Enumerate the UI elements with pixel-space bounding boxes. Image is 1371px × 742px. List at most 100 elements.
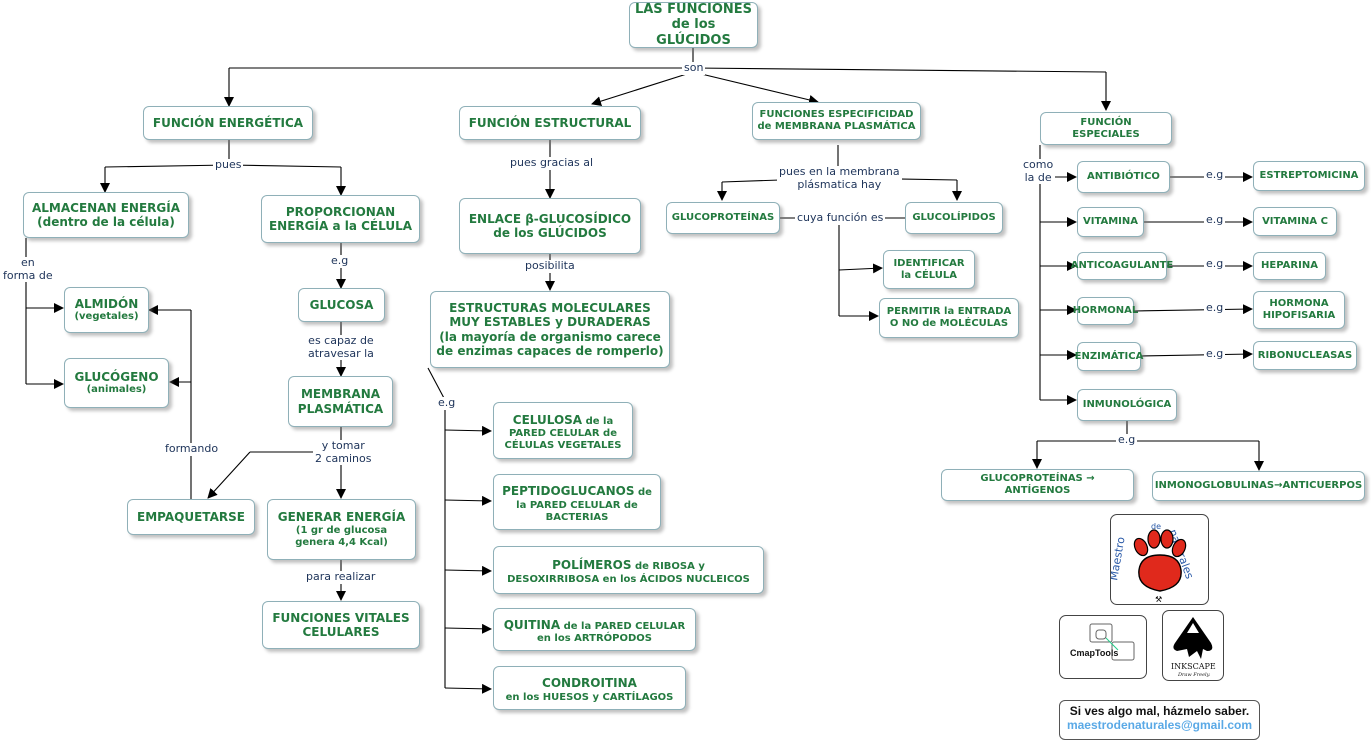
link-eg-antibiotico: e.g xyxy=(1204,168,1226,182)
feedback-email[interactable]: maestrodenaturales@gmail.com xyxy=(1066,718,1253,732)
polimeros-node: POLÍMEROS de RIBOSA y DESOXIRRIBOSA en l… xyxy=(493,546,764,594)
polimeros-title: POLÍMEROS xyxy=(552,558,632,573)
link-pues-gracias: pues gracias al xyxy=(508,156,596,170)
link-pues: pues xyxy=(213,158,244,172)
estreptomicina-node: ESTREPTOMICINA xyxy=(1253,161,1365,191)
glucoproteinas-antigenos-node: GLUCOPROTEÍNAS → ANTÍGENOS xyxy=(941,469,1134,501)
link-pues-membrana-line1: pues en la membrana xyxy=(779,165,900,178)
link-y-tomar: y tomar 2 caminos xyxy=(313,439,374,466)
inmunologica-node: INMUNOLÓGICA xyxy=(1077,389,1177,421)
condroitina-line2: en los HUESOS y CARTÍLAGOS xyxy=(505,691,674,703)
hormona-hipofisaria-node: HORMONA HIPOFISARIA xyxy=(1253,291,1345,329)
link-cuya-funcion: cuya función es xyxy=(795,211,886,225)
almidon-title: ALMIDÓN xyxy=(74,296,139,311)
glucolipidos-label: GLUCOLÍPIDOS xyxy=(912,212,996,223)
generar-energia-sub2: genera 4,4 Kcal) xyxy=(295,536,388,548)
permitir-line2: O NO de MOLÉCULAS xyxy=(889,318,1009,329)
title-node: LAS FUNCIONES de los GLÚCIDOS xyxy=(629,2,758,48)
link-eg-inmunologica: e.g xyxy=(1116,433,1138,447)
glucoproteinas-label: GLUCOPROTEÍNAS xyxy=(671,212,775,223)
inmunoglobulinas-label: INMONOGLOBULINAS→ANTICUERPOS xyxy=(1154,480,1363,491)
celulosa-node: CELULOSA de la PARED CELULAR de CÉLULAS … xyxy=(493,402,633,459)
estreptomicina-label: ESTREPTOMICINA xyxy=(1259,170,1359,181)
anticoagulante-node: ANTICOAGULANTE xyxy=(1071,252,1173,280)
link-eg-hormonal: e.g xyxy=(1204,301,1226,315)
polimeros-suffix: de RIBOSA y xyxy=(631,561,705,573)
link-es-capaz: es capaz de atravesar la xyxy=(306,334,376,361)
antibiotico-node: ANTIBIÓTICO xyxy=(1077,161,1170,193)
cmaptools-icon: CmapTools xyxy=(1070,623,1135,661)
link-formando: formando xyxy=(163,442,221,456)
link-y-tomar-line2: 2 caminos xyxy=(315,451,372,465)
vitamina-label: VITAMINA xyxy=(1082,216,1139,227)
link-es-capaz-line1: es capaz de xyxy=(308,334,374,347)
almacenan-line2: (dentro de la célula) xyxy=(37,215,175,229)
almacenan-energia-node: ALMACENAN ENERGÍA (dentro de la célula) xyxy=(23,192,189,238)
condroitina-node: CONDROITINA en los HUESOS y CARTÍLAGOS xyxy=(493,666,686,710)
link-eg-vitamina: e.g xyxy=(1204,213,1226,227)
funciones-vitales-line2: CELULARES xyxy=(302,625,380,639)
link-eg-estructuras: e.g xyxy=(436,396,458,410)
funcion-estructural-label: FUNCIÓN ESTRUCTURAL xyxy=(468,115,632,130)
celulosa-line3: CÉLULAS VEGETALES xyxy=(504,440,622,452)
link-en-forma-de: en forma de xyxy=(1,256,55,283)
proporcionan-energia-node: PROPORCIONAN ENERGÍA a la CÉLULA xyxy=(261,195,420,243)
estructuras-line1: ESTRUCTURAS MOLECULARES xyxy=(449,300,651,315)
inkscape-logo: INKSCAPE Draw Freely. xyxy=(1162,610,1224,681)
funcion-energetica-node: FUNCIÓN ENERGÉTICA xyxy=(143,106,313,140)
membrana-plasmatica-line1: MEMBRANA xyxy=(300,387,381,402)
heparina-node: HEPARINA xyxy=(1253,252,1326,280)
empaquetarse-label: EMPAQUETARSE xyxy=(137,509,245,524)
permitir-entrada-node: PERMITIR la ENTRADA O NO de MOLÉCULAS xyxy=(879,298,1019,338)
inkscape-text: INKSCAPE xyxy=(1171,662,1216,671)
anticoagulante-label: ANTICOAGULANTE xyxy=(1070,260,1174,271)
estructuras-line4: de enzimas capaces de romperlo) xyxy=(436,343,664,358)
celulosa-title: CELULOSA xyxy=(512,412,583,427)
link-como-line1: como xyxy=(1023,158,1054,171)
link-son: son xyxy=(682,61,706,75)
identificar-line2: la CÉLULA xyxy=(900,269,958,281)
almidon-sub: (vegetales) xyxy=(74,311,139,323)
quitina-suffix: de la PARED CELULAR xyxy=(560,620,686,632)
funciones-membrana-line2: de MEMBRANA PLASMÁTICA xyxy=(757,121,916,132)
membrana-plasmatica-node: MEMBRANA PLASMÁTICA xyxy=(288,376,393,427)
feedback-message: Si ves algo mal, házmelo saber. xyxy=(1069,704,1250,718)
enlace-line1: ENLACE β-GLUCOSÍDICO xyxy=(468,211,632,226)
polimeros-line2: DESOXIRRIBOSA en los ÁCIDOS NUCLEICOS xyxy=(507,573,750,585)
funciones-membrana-node: FUNCIONES ESPECIFICIDAD de MEMBRANA PLAS… xyxy=(752,102,921,140)
funciones-membrana-line1: FUNCIONES ESPECIFICIDAD xyxy=(759,109,914,120)
link-eg-glucosa: e.g xyxy=(329,254,351,268)
quitina-node: QUITINA de la PARED CELULAR en los ARTRÓ… xyxy=(493,608,696,651)
link-pues-membrana-line2: plásmatica hay xyxy=(797,177,882,191)
ribonucleasas-label: RIBONUCLEASAS xyxy=(1257,349,1353,361)
vitamina-c-node: VITAMINA C xyxy=(1253,207,1337,236)
funciones-vitales-node: FUNCIONES VITALES CELULARES xyxy=(262,601,420,649)
hormona-hipofisaria-line2: HIPOFISARIA xyxy=(1262,310,1336,321)
inkscape-tagline: Draw Freely. xyxy=(1177,672,1211,678)
almidon-node: ALMIDÓN (vegetales) xyxy=(64,287,149,333)
maestro-de-word: de xyxy=(1151,522,1161,531)
paw-icon: Maestro de naturales ⚒ xyxy=(1107,522,1196,604)
estructuras-moleculares-node: ESTRUCTURAS MOLECULARES MUY ESTABLES y D… xyxy=(430,291,670,368)
condroitina-title: CONDROITINA xyxy=(542,676,637,691)
link-pues-membrana: pues en la membrana plásmatica hay xyxy=(777,165,902,192)
maestro-word: Maestro xyxy=(1111,536,1128,582)
peptidoglucanos-suffix: de xyxy=(634,487,652,499)
almacenan-line1: ALMACENAN ENERGÍA xyxy=(32,200,180,215)
celulosa-line2: PARED CELULAR de xyxy=(508,428,617,440)
identificar-celula-node: IDENTIFICAR la CÉLULA xyxy=(883,250,975,289)
glucosa-node: GLUCOSA xyxy=(298,288,385,322)
enzimatica-label: ENZIMÁTICA xyxy=(1074,350,1144,362)
celulosa-suffix: de la xyxy=(582,415,614,427)
peptidoglucanos-node: PEPTIDOGLUCANOS de la PARED CELULAR de B… xyxy=(493,474,661,530)
hormona-hipofisaria-line1: HORMONA xyxy=(1269,298,1329,309)
link-como-line2: la de xyxy=(1024,170,1052,184)
cmaptools-logo: CmapTools xyxy=(1059,615,1147,679)
glucogeno-node: GLUCÓGENO (animales) xyxy=(64,358,169,408)
glucogeno-title: GLUCÓGENO xyxy=(74,369,159,384)
link-es-capaz-line2: atravesar la xyxy=(308,346,374,360)
identificar-line1: IDENTIFICAR xyxy=(893,257,965,269)
hormonal-node: HORMONAL xyxy=(1073,297,1138,325)
inkscape-icon: INKSCAPE Draw Freely. xyxy=(1171,617,1216,678)
quitina-title: QUITINA xyxy=(503,617,561,632)
